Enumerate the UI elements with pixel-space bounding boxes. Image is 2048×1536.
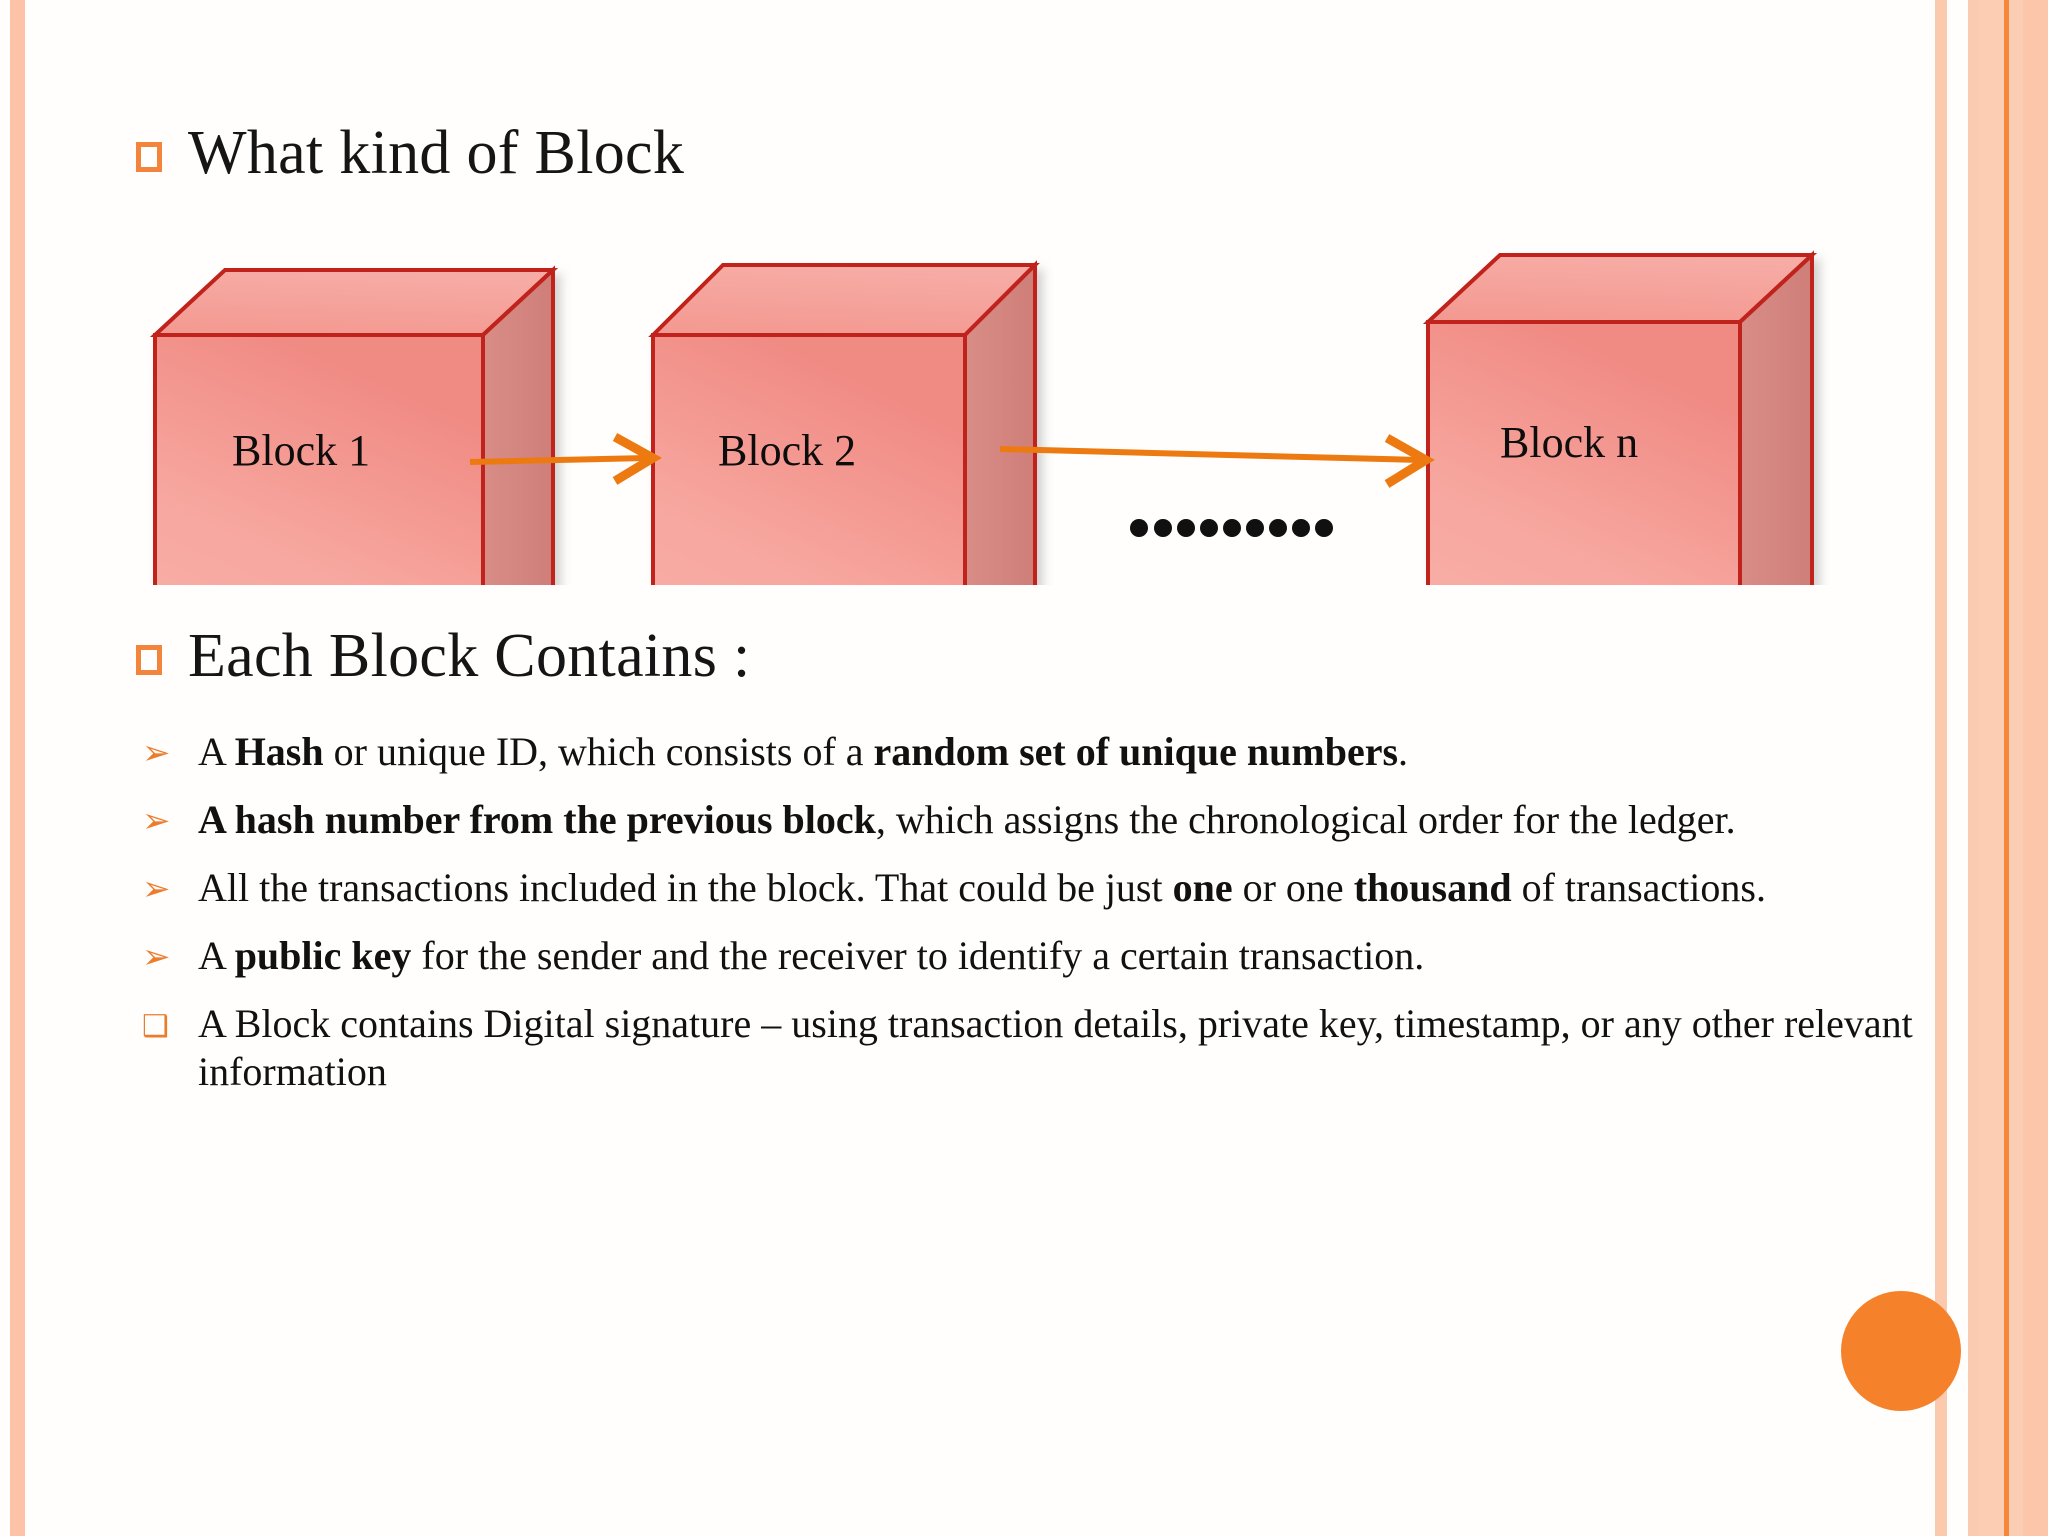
arrowhead-bullet-icon: ➢ xyxy=(142,871,171,908)
right-edge-stripe-2 xyxy=(1968,0,1978,1536)
connector-arrow-2 xyxy=(999,434,1435,488)
right-edge-stripe-5 xyxy=(2023,0,2048,1536)
list-item: ➢ A public key for the sender and the rec… xyxy=(136,932,1926,984)
block-n-shape xyxy=(1422,250,1818,585)
right-edge-stripe-1 xyxy=(1935,0,1947,1536)
section-title-text: Each Block Contains : xyxy=(188,622,751,690)
list-item-text: A Block contains Digital signature – usi… xyxy=(198,1001,1913,1094)
arrowhead-bullet-icon: ➢ xyxy=(142,803,171,840)
list-item: ➢ All the transactions included in the bl… xyxy=(136,864,1926,916)
page-title-text: What kind of Block xyxy=(188,119,685,187)
block-n-label: Block n xyxy=(1500,418,1639,467)
block-2-label: Block 2 xyxy=(718,426,857,475)
list-item: ❑ A Block contains Digital signature – us… xyxy=(136,1000,1926,1096)
page-title: What kind of Block xyxy=(136,122,684,184)
block-contents-list: ➢ A Hash or unique ID, which consists of … xyxy=(136,728,1926,1112)
block-1-label: Block 1 xyxy=(232,426,371,475)
block-2-shape xyxy=(648,260,1040,585)
section-title: Each Block Contains : xyxy=(136,625,750,687)
ellipsis-dots xyxy=(1130,519,1333,537)
right-edge-stripe-4 xyxy=(2009,0,2023,1536)
list-item-text: A hash number from the previous block, w… xyxy=(198,797,1736,842)
blockchain-diagram: Block 1 Block 2 Block n xyxy=(0,245,2048,585)
square-bullet-icon xyxy=(136,142,162,172)
connector-arrow-1 xyxy=(469,433,662,485)
arrowhead-bullet-icon: ➢ xyxy=(142,735,171,772)
right-edge-stripe-accent xyxy=(2004,0,2009,1536)
orange-circle-decoration xyxy=(1841,1291,1961,1411)
list-item-text: A Hash or unique ID, which consists of a… xyxy=(198,729,1409,774)
left-edge-stripe xyxy=(10,0,25,1536)
list-item-text: All the transactions included in the blo… xyxy=(198,865,1766,910)
right-edge-stripe-3 xyxy=(1978,0,2004,1536)
list-item-text: A public key for the sender and the rece… xyxy=(198,933,1425,978)
arrowhead-bullet-icon: ➢ xyxy=(142,939,171,976)
list-item: ➢ A hash number from the previous block,… xyxy=(136,796,1926,848)
block-1-shape xyxy=(149,265,559,585)
list-item: ➢ A Hash or unique ID, which consists of … xyxy=(136,728,1926,780)
square-bullet-icon xyxy=(136,645,162,675)
square-bullet-icon: ❑ xyxy=(142,1010,169,1043)
